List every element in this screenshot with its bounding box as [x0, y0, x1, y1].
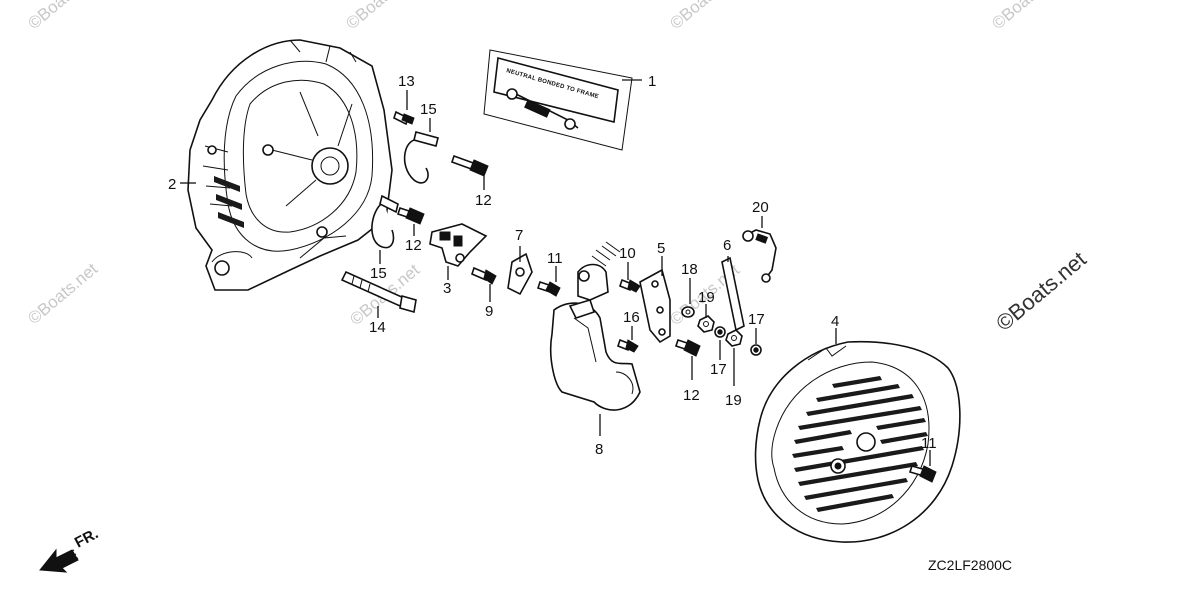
callout-16: 16	[623, 309, 640, 326]
part-19-nut-lower	[725, 329, 743, 347]
fr-label: FR.	[72, 525, 101, 551]
part-11-screw-right	[908, 465, 937, 483]
callout-4: 4	[831, 313, 839, 330]
watermark: ©Boats.net	[666, 0, 743, 33]
louver-slots	[792, 376, 928, 512]
part-7-plate	[507, 252, 533, 296]
callout-7: 7	[515, 227, 523, 244]
callout-12: 12	[683, 387, 700, 404]
callout-15: 15	[370, 265, 387, 282]
part-17-washer-right	[750, 344, 762, 356]
part-20-wire	[742, 229, 777, 283]
callout-19: 19	[698, 289, 715, 306]
part-5-plate	[639, 268, 671, 344]
watermark-layer: ©Boats.net ©Boats.net ©Boats.net ©Boats.…	[24, 0, 1090, 336]
callout-1: 1	[648, 73, 656, 90]
callout-18: 18	[681, 261, 698, 278]
callout-17: 17	[748, 311, 765, 328]
callout-8: 8	[595, 441, 603, 458]
part-14-bolt	[340, 270, 417, 314]
watermark: ©Boats.net	[24, 0, 101, 33]
part-2-housing	[187, 39, 393, 291]
watermark: ©Boats.net	[342, 0, 419, 33]
part-15-clamp-upper	[403, 131, 439, 184]
part-4-louver-cover	[754, 340, 961, 543]
part-6-strip	[721, 256, 745, 332]
part-12-bolt-middle	[396, 206, 425, 225]
callout-2: 2	[168, 176, 176, 193]
part-12-bolt-lower	[674, 338, 701, 357]
callout-3: 3	[443, 280, 451, 297]
watermark: ©Boats.net	[988, 0, 1065, 33]
part-11-screw	[536, 280, 561, 297]
callout-6: 6	[723, 237, 731, 254]
callout-9: 9	[485, 303, 493, 320]
diagram-code: ZC2LF2800C	[928, 557, 1012, 573]
callout-15: 15	[420, 101, 437, 118]
watermark-large: ©Boats.net	[991, 247, 1091, 336]
callout-12: 12	[405, 237, 422, 254]
part-16-screw	[617, 338, 639, 353]
front-direction-arrow: FR.	[39, 525, 101, 573]
callout-20: 20	[752, 199, 769, 216]
callout-5: 5	[657, 240, 665, 257]
callout-14: 14	[369, 319, 386, 336]
part-3-bracket	[429, 223, 488, 267]
part-19-nut-upper	[697, 315, 715, 333]
callout-10: 10	[619, 245, 636, 262]
callout-13: 13	[398, 73, 415, 90]
part-15-clamp-lower	[371, 194, 399, 249]
callouts: 1 2 3 4 5 6 7 8 9 10 11 11 12 12 12 13 1…	[168, 73, 937, 458]
callout-17: 17	[710, 361, 727, 378]
part-9-screw	[471, 266, 497, 285]
part-10-screw	[619, 278, 641, 293]
part-8-cover	[549, 241, 641, 411]
callout-12: 12	[475, 192, 492, 209]
callout-11: 11	[547, 250, 563, 267]
part-18-washer	[681, 306, 695, 318]
callout-19: 19	[725, 392, 742, 409]
leader-lines	[180, 79, 931, 466]
part-13-screw	[393, 110, 415, 126]
watermark: ©Boats.net	[24, 259, 101, 328]
part-1-decal: NEUTRAL BONDED TO FRAME	[483, 49, 633, 151]
callout-11: 11	[921, 435, 937, 452]
part-12-bolt-upper	[450, 154, 489, 177]
part-17-washer-left	[714, 326, 726, 338]
